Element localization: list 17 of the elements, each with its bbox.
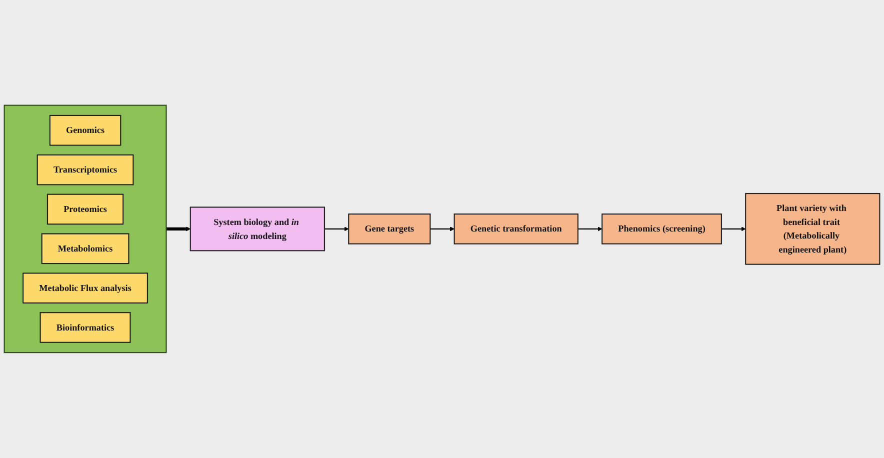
arrow [430, 226, 455, 232]
node-box: Genetic transformation [454, 214, 578, 244]
cluster [4, 104, 167, 354]
arrow [166, 226, 191, 232]
node-box: Transcriptomics [36, 154, 134, 186]
node-box: Bioinformatics [40, 312, 131, 343]
node-box: System biology and in silico modeling [190, 206, 326, 252]
arrow [324, 226, 349, 232]
arrow [721, 226, 746, 232]
node-box: Metabolomics [41, 233, 130, 264]
node-box: Proteomics [46, 194, 124, 225]
node-box: Plant variety with beneficial trait (Metabolically engineered plant) [745, 193, 880, 265]
node-box: Metabolic Flux analysis [22, 272, 148, 304]
node-box: Phenomics (screening) [602, 214, 722, 244]
arrow [578, 226, 602, 232]
node-box: Gene targets [348, 214, 431, 244]
node-box: Genomics [49, 115, 122, 146]
